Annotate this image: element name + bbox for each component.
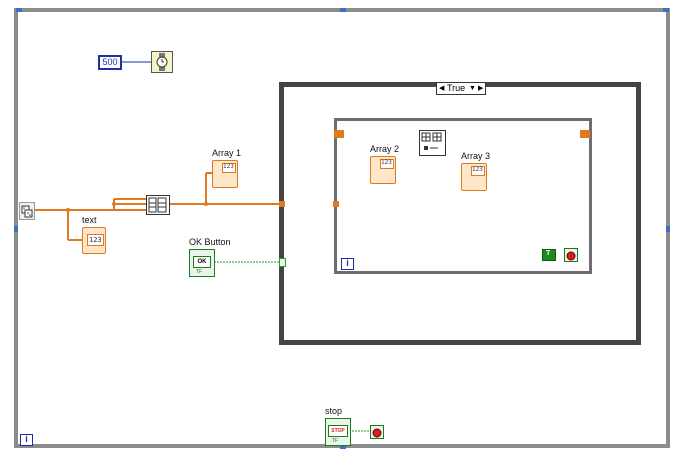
array2-indicator-value: 123 <box>381 159 392 166</box>
array2-label: Array 2 <box>370 144 400 154</box>
inner-loop-stop-condition[interactable] <box>564 248 578 262</box>
wait-ms-constant[interactable]: 500 <box>98 55 122 70</box>
build-array-icon <box>148 197 167 213</box>
stop-tf-glyph: TF <box>332 438 339 444</box>
inner-tunnel[interactable] <box>333 201 339 207</box>
outer-loop-top-handle[interactable] <box>16 8 22 12</box>
inner-while-loop[interactable] <box>334 118 592 274</box>
stop-label: stop <box>325 406 343 416</box>
ok-tf-glyph: TF <box>196 269 203 275</box>
true-constant[interactable]: T <box>542 249 556 261</box>
stop-button-terminal[interactable]: STOP TF <box>325 418 351 446</box>
array2-indicator[interactable]: 123 <box>370 156 396 184</box>
outer-loop-right-handle[interactable] <box>666 226 670 232</box>
text-indicator[interactable]: 123 <box>82 227 106 254</box>
watch-icon <box>156 53 168 71</box>
outer-loop-top-mid-handle[interactable] <box>340 8 346 12</box>
outer-loop-bottom-handle[interactable] <box>340 445 346 449</box>
constant-to-wait-wire <box>120 61 152 63</box>
stop-glyph: STOP <box>328 425 348 437</box>
case-selector-dropdown[interactable]: ▼ <box>469 85 476 92</box>
wait-ms-node[interactable] <box>151 51 173 73</box>
case-tunnel-green[interactable] <box>279 258 286 267</box>
outer-loop-stop-condition[interactable] <box>370 425 384 439</box>
ok-button-terminal[interactable]: OK TF <box>189 249 215 277</box>
random-number-node[interactable] <box>19 202 35 220</box>
outer-loop-left-handle[interactable] <box>14 226 18 232</box>
outer-loop-top-right-handle[interactable] <box>663 8 669 12</box>
build-array-node[interactable] <box>146 195 170 215</box>
array1-indicator-value: 123 <box>223 163 234 170</box>
array3-indicator[interactable]: 123 <box>461 163 487 191</box>
outer-loop-iteration-terminal[interactable]: i <box>20 434 33 446</box>
case-selector-right-arrow[interactable]: ▶ <box>478 85 484 92</box>
array1-label: Array 1 <box>212 148 242 158</box>
case-selector-value: True <box>447 83 466 93</box>
stop-condition-icon <box>566 251 576 261</box>
shift-register-right[interactable] <box>580 130 590 138</box>
true-constant-glyph: T <box>546 250 551 257</box>
case-selector[interactable]: ◀ True ▼ ▶ <box>436 82 486 95</box>
array3-indicator-value: 123 <box>472 166 483 173</box>
ok-glyph: OK <box>193 256 211 268</box>
inner-loop-iteration-terminal[interactable]: i <box>341 258 354 270</box>
case-structure-interior <box>284 87 636 340</box>
array1-indicator[interactable]: 123 <box>212 160 238 188</box>
text-indicator-value: 123 <box>89 236 102 244</box>
text-label: text <box>82 215 97 225</box>
case-tunnel-left[interactable] <box>279 201 285 207</box>
ok-button-label: OK Button <box>189 237 231 247</box>
shift-register-left[interactable] <box>334 130 344 138</box>
array-function-icon <box>421 132 442 150</box>
array3-label: Array 3 <box>461 151 491 161</box>
dice-icon <box>21 205 33 218</box>
array-function-node[interactable] <box>419 130 446 156</box>
outer-stop-condition-icon <box>372 428 382 438</box>
case-selector-left-arrow[interactable]: ◀ <box>439 85 445 92</box>
